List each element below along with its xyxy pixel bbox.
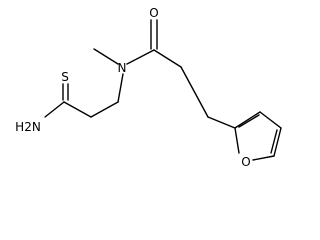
carbonyl-oxygen-atom-label: O [149, 6, 158, 20]
bond-n-carbonyl [126, 49, 155, 65]
bond-furan-o-c2 [234, 127, 240, 154]
structure-svg: S H2N N O O [15, 6, 282, 169]
bond-furan-c2-c3-inner [238, 114, 260, 128]
amine-atom-label: H2N [15, 120, 41, 134]
amide-nitrogen-atom-label: N [118, 61, 127, 75]
bond-carbonyl-ch2 [153, 49, 182, 68]
furan-oxygen-atom-label: O [241, 155, 250, 169]
bond-ch2-ch2-furan [180, 66, 209, 118]
sulfur-atom-label: S [61, 70, 69, 84]
bond-furan-c2-c3 [234, 111, 261, 129]
bond-c-nh2 [44, 101, 65, 118]
bond-ch2-n [117, 73, 124, 103]
bond-ch2-furan [207, 116, 236, 129]
molecule-structure-diagram: S H2N N O O [15, 6, 282, 169]
bond-ch2-ch2 [90, 101, 119, 118]
bond-n-methyl [93, 48, 119, 65]
bond-furan-c5-o [252, 155, 275, 161]
bond-furan-c4-c5-inner [270, 129, 278, 154]
bond-furan-c3-c4 [259, 111, 282, 129]
bond-furan-c4-c5 [273, 127, 282, 157]
bond-c-ch2 [63, 101, 92, 118]
